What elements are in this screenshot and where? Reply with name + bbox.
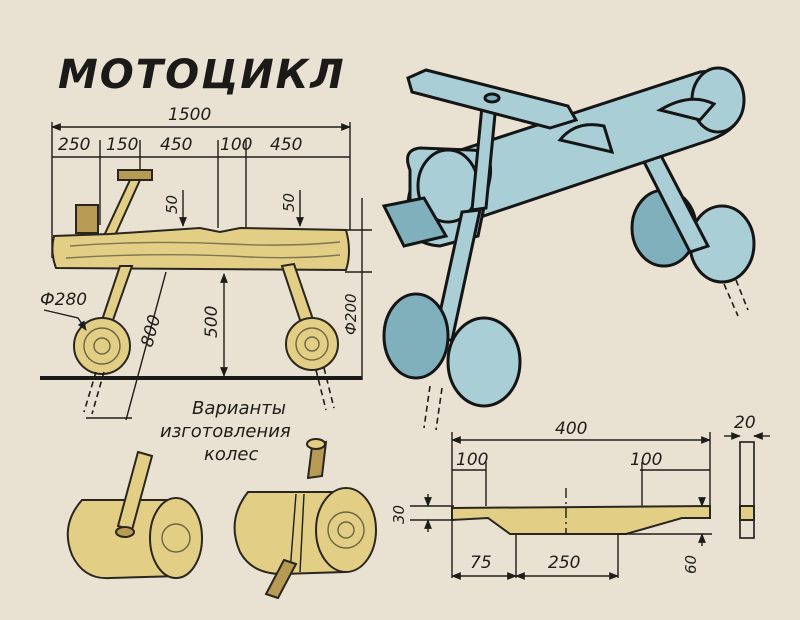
- side-view: 1500 250 150 450 100 450 50 50 Ф200: [40, 105, 372, 421]
- body-height-label: 500: [202, 306, 222, 338]
- seat-side-section: [739, 505, 755, 521]
- body-diameter-label: Ф200: [342, 293, 360, 335]
- rear-wheel: [285, 317, 339, 371]
- seat-side-view: [739, 441, 755, 539]
- rod-height-right-label: 50: [280, 193, 298, 212]
- seat-bottom-middle-label: 250: [548, 553, 580, 573]
- seat-bottom-left-label: 75: [470, 553, 492, 573]
- front-axle-hidden-3d: [423, 385, 443, 431]
- segment-label-5: 450: [270, 135, 302, 155]
- seat-side-thickness-label: 20: [734, 413, 756, 433]
- seat-bump-3d: [557, 123, 615, 155]
- seat-profile: [451, 504, 711, 535]
- caption-line-3: колес: [204, 444, 258, 465]
- rear-seat-3d: [656, 97, 717, 122]
- variant-two-log-end: [315, 487, 377, 573]
- front-fender-3d: [381, 196, 449, 248]
- segment-label-3: 450: [160, 135, 192, 155]
- front-wheel-3d-front: [446, 316, 522, 408]
- front-wheel: [73, 317, 131, 375]
- variant-one-log-end: [149, 497, 203, 579]
- seat-depth-label: 60: [682, 555, 700, 574]
- seat-left-offset-label: 100: [456, 450, 488, 470]
- overall-length-label: 1500: [168, 105, 211, 125]
- seat-right-offset-label: 100: [630, 450, 662, 470]
- wheel-variants-caption: Варианты изготовления колес: [160, 398, 291, 465]
- caption-line-1: Варианты: [192, 398, 286, 419]
- toy-motorcycle-3d: [381, 66, 756, 431]
- segment-label-2: 150: [106, 135, 138, 155]
- wheel-diameter-leader: [43, 309, 87, 331]
- seat-width-label: 400: [555, 419, 587, 439]
- seat-thickness-label: 30: [390, 505, 408, 524]
- variant-two-lower-axle: [264, 558, 298, 600]
- handlebar: [117, 169, 153, 181]
- wheel-variant-one: [66, 450, 203, 580]
- rod-height-left-label: 50: [163, 195, 181, 214]
- segment-label-1: 250: [58, 135, 90, 155]
- rear-axle-hidden-3d: [723, 279, 749, 317]
- front-axle-hidden: [83, 371, 105, 415]
- seat-drawing: 400 100 100 30 75 250 60 20: [390, 413, 770, 580]
- rear-axle-hidden: [315, 367, 335, 411]
- log-body: [51, 226, 350, 272]
- segment-label-4: 100: [220, 135, 252, 155]
- leg-length-label: 800: [138, 313, 166, 350]
- segment-ticks: [51, 122, 351, 258]
- wheel-variant-two: [233, 438, 377, 600]
- body-stump: [75, 204, 99, 234]
- front-wheel-3d-back: [382, 292, 450, 380]
- caption-line-2: изготовления: [160, 421, 291, 442]
- wheel-diameter-label: Ф280: [40, 290, 87, 310]
- leg-length-line: [125, 271, 167, 421]
- page-title: МОТОЦИКЛ: [58, 52, 346, 98]
